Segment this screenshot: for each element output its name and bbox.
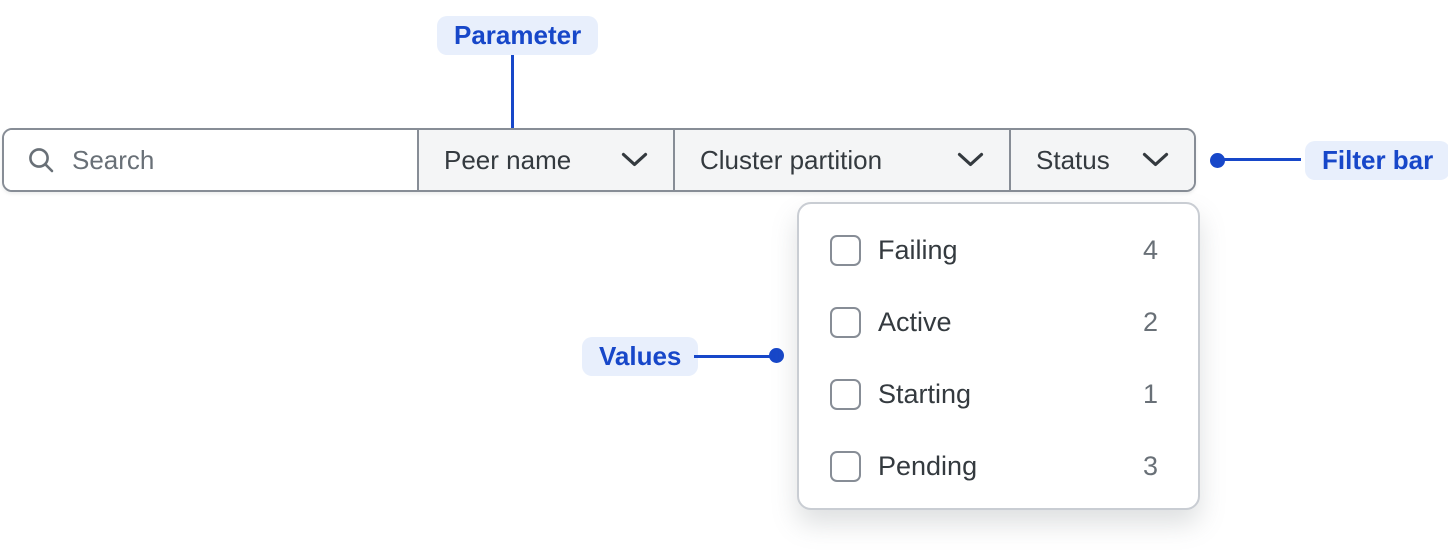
chevron-down-icon — [957, 152, 984, 167]
status-option-count: 4 — [1142, 234, 1158, 265]
checkbox-active[interactable] — [830, 306, 861, 338]
search-field[interactable] — [4, 130, 417, 190]
status-option-label: Starting — [878, 378, 972, 409]
parameter-callout-line — [511, 55, 514, 137]
status-option-count: 1 — [1142, 378, 1158, 409]
search-icon — [29, 148, 54, 173]
status-option-active[interactable]: Active 2 — [799, 286, 1198, 358]
values-callout-badge: Values — [582, 337, 699, 376]
filter-bar-callout-line — [1219, 158, 1301, 161]
status-option-count: 3 — [1142, 450, 1158, 481]
status-option-label: Pending — [878, 450, 978, 481]
status-option-label: Active — [878, 306, 952, 337]
checkbox-failing[interactable] — [830, 234, 861, 266]
status-option-label: Failing — [878, 234, 958, 265]
filter-dropdown-status-label: Status — [1036, 144, 1110, 175]
status-option-starting[interactable]: Starting 1 — [799, 358, 1198, 430]
filter-bar-callout-dot — [1210, 153, 1225, 168]
filter-dropdown-cluster-partition[interactable]: Cluster partition — [673, 130, 1009, 190]
checkbox-pending[interactable] — [830, 450, 861, 482]
values-callout-line — [694, 355, 774, 358]
checkbox-starting[interactable] — [830, 378, 861, 410]
chevron-down-icon — [1142, 152, 1169, 167]
filter-dropdown-peer-name[interactable]: Peer name — [417, 130, 673, 190]
filter-bar-callout-badge: Filter bar — [1305, 141, 1448, 180]
filter-dropdown-peer-name-label: Peer name — [444, 144, 572, 175]
parameter-callout-badge: Parameter — [437, 16, 599, 55]
filter-bar: Peer name Cluster partition Status — [2, 128, 1196, 192]
status-option-count: 2 — [1142, 306, 1158, 337]
values-callout-dot — [769, 348, 784, 363]
status-option-pending[interactable]: Pending 3 — [799, 430, 1198, 502]
status-dropdown-panel: Failing 4 Active 2 Starting 1 Pending 3 — [797, 202, 1200, 510]
filter-dropdown-status[interactable]: Status — [1009, 130, 1194, 190]
status-option-failing[interactable]: Failing 4 — [799, 214, 1198, 286]
chevron-down-icon — [621, 152, 648, 167]
filter-dropdown-cluster-partition-label: Cluster partition — [700, 144, 883, 175]
search-input[interactable] — [72, 144, 407, 176]
